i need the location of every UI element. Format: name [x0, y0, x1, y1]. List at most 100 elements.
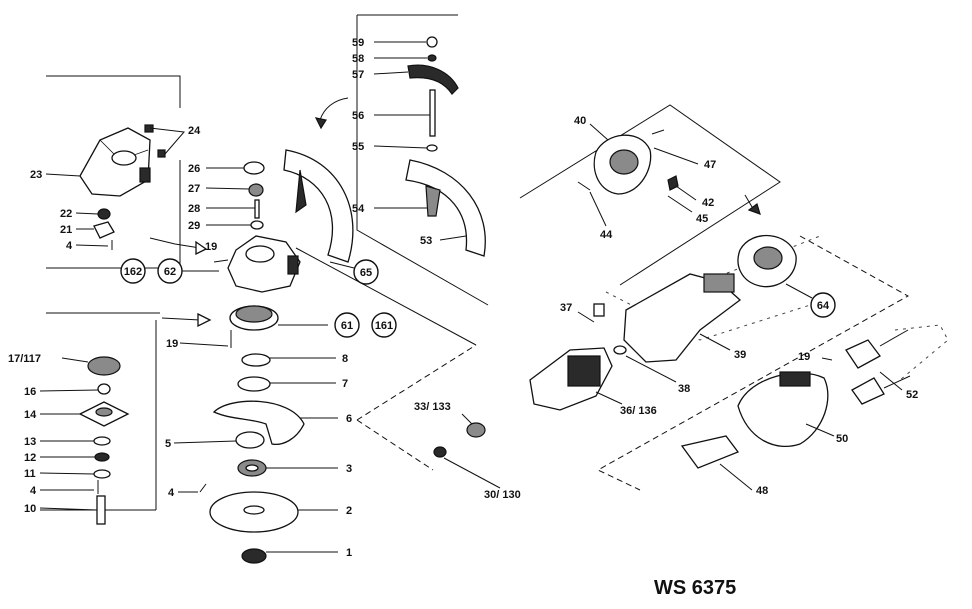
dashed-connector [356, 344, 477, 421]
flange-hole [245, 464, 259, 472]
part-label: 17/117 [8, 353, 41, 365]
part-label: 38 [678, 383, 690, 395]
part-label: 45 [696, 213, 708, 225]
end-cap-50 [737, 372, 829, 448]
part-label: 28 [188, 203, 200, 215]
part-label: 62 [164, 266, 176, 278]
part-label: 37 [560, 302, 572, 314]
screw-59 [426, 36, 438, 48]
part-label: 21 [60, 224, 72, 236]
frame-line [519, 104, 781, 286]
leader-27 [205, 187, 250, 190]
part-label: 4 [66, 240, 73, 252]
cap-part [243, 161, 265, 175]
part-label: 59 [352, 37, 364, 49]
ring-13 [93, 436, 111, 446]
part-label: 11 [24, 468, 36, 480]
gear-head-ribs [287, 255, 299, 275]
guard-clamp [295, 169, 307, 214]
leader-11 [39, 472, 95, 475]
flange-5 [235, 431, 265, 449]
arrowhead [314, 117, 327, 130]
part-label: 56 [352, 110, 364, 122]
flange-14-hub [95, 407, 113, 417]
cable [879, 329, 909, 347]
part-label: 16 [24, 386, 36, 398]
brush-holder-42 [667, 175, 679, 191]
cover-64-inner [753, 246, 783, 270]
arrowhead [197, 312, 212, 328]
dashed-connector [356, 419, 434, 471]
clamp-54 [425, 185, 441, 217]
part-label: 4 [30, 485, 37, 497]
clip-11 [93, 469, 111, 479]
cover-inner [609, 149, 639, 175]
washer-55 [426, 144, 438, 152]
leader-48 [719, 463, 753, 491]
dashed-connector [596, 235, 910, 491]
end-cap-grip [779, 371, 811, 387]
callout-circle [810, 292, 836, 318]
leader-52 [879, 371, 903, 391]
guard-arcs [283, 36, 486, 263]
leader-57 [373, 71, 409, 75]
spacer-30 [433, 446, 447, 458]
leader-53 [439, 235, 467, 241]
gear-17 [87, 356, 121, 376]
housing-ribs [139, 167, 151, 183]
switch-48 [680, 435, 740, 469]
cable [883, 375, 911, 389]
leader-39 [699, 333, 731, 351]
part-label: 3 [346, 463, 352, 475]
button-part [248, 183, 264, 197]
bearing-12 [94, 452, 110, 462]
part-label: 10 [24, 503, 36, 515]
part-label: 19 [166, 338, 178, 350]
part-label: 1 [346, 547, 352, 559]
leader-19c [821, 357, 833, 361]
leader-10 [39, 507, 98, 511]
plug-52a [845, 339, 881, 369]
leader-22 [75, 212, 99, 215]
arrowhead [195, 240, 208, 256]
assembly-arrows [149, 97, 761, 328]
part-label: 55 [352, 141, 364, 153]
part-label: 36/ 136 [620, 405, 657, 417]
motor-housing-39 [623, 273, 742, 363]
spacer-33 [466, 422, 486, 438]
plug-52b [851, 377, 885, 405]
part-label: 57 [352, 69, 364, 81]
part-label: 4 [168, 487, 175, 499]
part-label: 42 [702, 197, 714, 209]
circled-callouts [120, 258, 836, 338]
frame-line [356, 15, 489, 306]
nut-1 [241, 548, 267, 564]
spring-part [250, 220, 264, 230]
leader-38 [625, 355, 677, 383]
screw-part [157, 149, 166, 158]
part-label: 58 [352, 53, 364, 65]
part-label: 47 [704, 159, 716, 171]
dashed-connector [605, 291, 827, 341]
housing-hole [111, 150, 137, 166]
part-label: 14 [24, 409, 37, 421]
nut-58 [427, 54, 437, 62]
spindle-10 [96, 495, 106, 525]
gear-head-boss [245, 245, 275, 263]
clip-part [93, 221, 115, 239]
arrowhead [747, 203, 761, 215]
screw-part [213, 259, 229, 263]
left-gear-stack [78, 356, 130, 525]
callout-circle [334, 312, 360, 338]
part-label: 33/ 133 [414, 401, 451, 413]
armature-windings [567, 355, 601, 387]
leader-23 [45, 173, 81, 177]
part-label: 54 [352, 203, 365, 215]
part-label: 40 [574, 115, 586, 127]
part-label: 53 [420, 235, 432, 247]
leader-47 [653, 147, 699, 165]
lever-57 [407, 64, 459, 95]
leader-45 [667, 195, 693, 213]
leader-30 [443, 457, 501, 489]
